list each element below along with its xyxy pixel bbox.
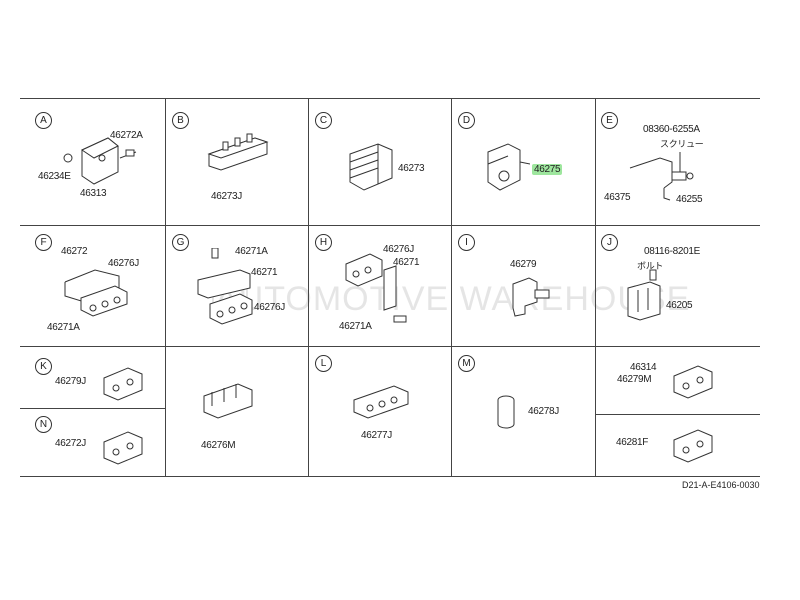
part-46279j-drawing — [103, 367, 143, 401]
cell-letter-e: E — [601, 112, 618, 129]
grid-line — [20, 98, 760, 99]
part-46277j-drawing — [353, 385, 409, 419]
label-46375[interactable]: 46375 — [604, 192, 631, 203]
label-46276m[interactable]: 46276M — [201, 440, 236, 451]
part-46272j-drawing — [103, 431, 143, 465]
label-46273[interactable]: 46273 — [398, 163, 425, 174]
label-46275-highlight: 46275 — [532, 164, 563, 175]
cell-letter-k: K — [35, 358, 52, 375]
label-46279j[interactable]: 46279J — [55, 376, 87, 387]
label-46271a-g[interactable]: 46271A — [235, 246, 268, 257]
part-46273j-drawing — [207, 133, 269, 171]
part-46375-drawing — [629, 152, 694, 201]
part-46279m-drawing — [673, 365, 713, 399]
cell-letter-c: C — [315, 112, 332, 129]
label-screw: スクリュー — [660, 139, 704, 149]
diagram-code: D21-A-E4106-0030 — [682, 480, 760, 490]
label-46281f[interactable]: 46281F — [616, 437, 649, 448]
part-46276m-drawing — [203, 383, 253, 419]
label-46272[interactable]: 46272 — [61, 246, 88, 257]
label-46273j[interactable]: 46273J — [211, 191, 243, 202]
part-46313-drawing — [63, 137, 137, 185]
cell-letter-h: H — [315, 234, 332, 251]
label-46275[interactable]: 46275 — [532, 164, 563, 175]
grid-line — [595, 414, 760, 415]
cell-letter-n: N — [35, 416, 52, 433]
label-46272j[interactable]: 46272J — [55, 438, 87, 449]
part-46279-drawing — [512, 277, 550, 317]
part-46271-drawing — [197, 248, 253, 325]
grid-line — [595, 98, 596, 476]
grid-line — [20, 346, 760, 347]
label-46313[interactable]: 46313 — [80, 188, 107, 199]
label-46271a-h[interactable]: 46271A — [339, 321, 372, 332]
part-46281f-drawing — [673, 429, 713, 463]
label-bolt: ボルト — [637, 261, 664, 271]
label-46276j-g[interactable]: 46276J — [254, 302, 286, 313]
part-46205-drawing — [627, 269, 661, 321]
parts-grid — [20, 98, 760, 478]
grid-line — [20, 408, 165, 409]
label-46271-g[interactable]: 46271 — [251, 267, 278, 278]
grid-line — [20, 225, 760, 226]
label-46205[interactable]: 46205 — [666, 300, 693, 311]
grid-line — [451, 98, 452, 476]
cell-letter-a: A — [35, 112, 52, 129]
cell-letter-j: J — [601, 234, 618, 251]
label-46255[interactable]: 46255 — [676, 194, 703, 205]
label-46276j-h[interactable]: 46276J — [383, 244, 415, 255]
cell-letter-f: F — [35, 234, 52, 251]
part-46273-drawing — [349, 143, 393, 191]
label-46272a[interactable]: 46272A — [110, 130, 143, 141]
grid-line — [308, 98, 309, 476]
label-46314[interactable]: 46314 — [630, 362, 657, 373]
part-46278j-drawing — [497, 395, 515, 429]
cell-letter-i: I — [458, 234, 475, 251]
grid-line — [20, 476, 760, 477]
label-46271a-f[interactable]: 46271A — [47, 322, 80, 333]
label-46271-h[interactable]: 46271 — [393, 257, 420, 268]
label-46278j[interactable]: 46278J — [528, 406, 560, 417]
part-46275-drawing — [487, 143, 530, 191]
label-46234e[interactable]: 46234E — [38, 171, 71, 182]
cell-letter-g: G — [172, 234, 189, 251]
label-46277j[interactable]: 46277J — [361, 430, 393, 441]
cell-letter-m: M — [458, 355, 475, 372]
label-46279m[interactable]: 46279M — [617, 374, 652, 385]
part-46272-drawing — [64, 269, 128, 317]
label-46279[interactable]: 46279 — [510, 259, 537, 270]
grid-line — [165, 98, 166, 476]
cell-letter-d: D — [458, 112, 475, 129]
part-46276j-drawing — [345, 253, 407, 323]
cell-letter-l: L — [315, 355, 332, 372]
label-46276j-f[interactable]: 46276J — [108, 258, 140, 269]
watermark-text: AUTOMOTIVE WAREHOUSE — [215, 280, 691, 318]
label-08360-6255a[interactable]: 08360-6255A — [643, 124, 700, 135]
label-08116-8201e[interactable]: 08116-8201E — [644, 246, 701, 257]
cell-letter-b: B — [172, 112, 189, 129]
